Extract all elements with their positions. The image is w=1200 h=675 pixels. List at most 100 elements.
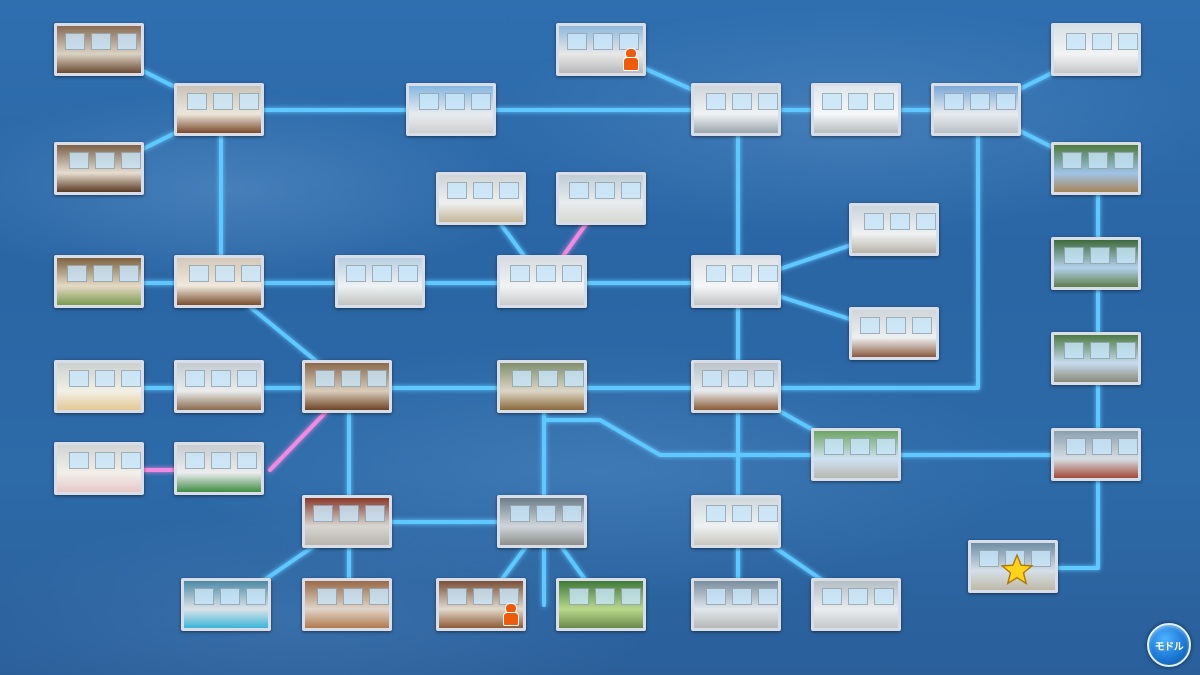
thumbnail-window: [398, 264, 418, 282]
room-thumbnail-street-red[interactable]: [1051, 428, 1141, 481]
room-thumbnail-stairwell-left[interactable]: [174, 255, 264, 308]
thumbnail-window: [706, 504, 726, 522]
thumbnail-floor: [852, 338, 936, 357]
thumbnail-floor: [852, 234, 936, 253]
thumbnail-window: [447, 181, 467, 199]
thumbnail-window: [536, 504, 556, 522]
thumbnail-window: [185, 451, 205, 469]
thumbnail-window: [67, 264, 87, 282]
thumbnail-window: [315, 369, 335, 387]
thumbnail-window: [1090, 246, 1110, 264]
room-thumbnail-covered-walkway[interactable]: [497, 495, 587, 548]
room-thumbnail-tatami-room[interactable]: [54, 255, 144, 308]
thumbnail-window: [185, 369, 205, 387]
room-thumbnail-gym-entrance[interactable]: [302, 495, 392, 548]
thumbnail-window: [569, 181, 589, 199]
room-thumbnail-cafeteria[interactable]: [497, 360, 587, 413]
room-thumbnail-stairwell-center[interactable]: [691, 83, 781, 136]
room-thumbnail-corridor-windows[interactable]: [335, 255, 425, 308]
thumbnail-window: [95, 451, 115, 469]
thumbnail-window: [95, 369, 115, 387]
thumbnail-floor: [694, 609, 778, 628]
thumbnail-window: [595, 181, 615, 199]
room-thumbnail-computer-room[interactable]: [849, 307, 939, 360]
room-thumbnail-corridor-doors[interactable]: [497, 255, 587, 308]
thumbnail-floor: [1054, 459, 1138, 478]
thumbnail-floor: [934, 114, 1018, 133]
thumbnail-window: [538, 369, 558, 387]
room-thumbnail-shower-room[interactable]: [54, 360, 144, 413]
room-thumbnail-stairwell-top-left[interactable]: [174, 83, 264, 136]
room-thumbnail-restroom[interactable]: [436, 172, 526, 225]
room-thumbnail-locker-area[interactable]: [556, 172, 646, 225]
thumbnail-window: [65, 32, 85, 50]
room-thumbnail-science-room[interactable]: [849, 203, 939, 256]
thumbnail-window: [732, 92, 752, 110]
room-thumbnail-gymnasium[interactable]: [302, 578, 392, 631]
thumbnail-window: [562, 264, 582, 282]
room-thumbnail-front-entrance[interactable]: [406, 83, 496, 136]
thumbnail-window: [237, 451, 257, 469]
thumbnail-window: [850, 437, 870, 455]
room-thumbnail-kitchen-lab[interactable]: [811, 578, 901, 631]
thumbnail-window: [758, 504, 778, 522]
thumbnail-window: [237, 369, 257, 387]
room-thumbnail-building-exterior-right[interactable]: [931, 83, 1021, 136]
room-thumbnail-library[interactable]: [691, 578, 781, 631]
thumbnail-window: [1088, 151, 1108, 169]
room-thumbnail-school-corridor-wood[interactable]: [302, 360, 392, 413]
route-line: [736, 108, 980, 390]
thumbnail-window: [732, 504, 752, 522]
thumbnail-window: [1090, 341, 1110, 359]
room-thumbnail-shower-stalls[interactable]: [54, 442, 144, 495]
thumbnail-floor: [305, 391, 389, 410]
thumbnail-window: [912, 316, 932, 334]
thumbnail-floor: [559, 609, 643, 628]
thumbnail-window: [758, 264, 778, 282]
room-thumbnail-changing-lockers[interactable]: [174, 360, 264, 413]
thumbnail-window: [1116, 246, 1136, 264]
room-thumbnail-shopping-street[interactable]: [968, 540, 1058, 593]
thumbnail-window: [886, 316, 906, 334]
thumbnail-window: [732, 587, 752, 605]
thumbnail-window: [1092, 32, 1112, 50]
thumbnail-window: [824, 437, 844, 455]
room-thumbnail-hallway-windows-right[interactable]: [811, 83, 901, 136]
room-thumbnail-auditorium[interactable]: [436, 578, 526, 631]
thumbnail-floor: [177, 391, 261, 410]
thumbnail-floor: [57, 173, 141, 192]
room-thumbnail-rooftop[interactable]: [556, 23, 646, 76]
room-thumbnail-meeting-room[interactable]: [54, 23, 144, 76]
thumbnail-window: [346, 264, 366, 282]
room-thumbnail-forest-path[interactable]: [556, 578, 646, 631]
room-thumbnail-schoolyard-trees[interactable]: [1051, 142, 1141, 195]
thumbnail-floor: [184, 609, 268, 628]
thumbnail-floor: [1054, 173, 1138, 192]
thumbnail-window: [1092, 437, 1112, 455]
thumbnail-window: [758, 92, 778, 110]
thumbnail-window: [1118, 437, 1138, 455]
back-button[interactable]: モドル: [1147, 623, 1191, 667]
thumbnail-window: [1062, 151, 1082, 169]
room-thumbnail-classroom-top-right[interactable]: [1051, 23, 1141, 76]
room-thumbnail-school-gate[interactable]: [811, 428, 901, 481]
thumbnail-floor: [177, 286, 261, 305]
room-thumbnail-corridor-plants[interactable]: [691, 495, 781, 548]
room-thumbnail-shoe-lockers[interactable]: [691, 360, 781, 413]
thumbnail-window: [187, 92, 207, 110]
room-thumbnail-long-hallway[interactable]: [691, 255, 781, 308]
thumbnail-window: [372, 264, 392, 282]
thumbnail-window: [728, 369, 748, 387]
room-thumbnail-swimming-pool[interactable]: [181, 578, 271, 631]
room-thumbnail-principal-office[interactable]: [54, 142, 144, 195]
thumbnail-floor: [814, 609, 898, 628]
thumbnail-floor: [57, 54, 141, 73]
room-thumbnail-locker-room-green[interactable]: [174, 442, 264, 495]
thumbnail-floor: [694, 286, 778, 305]
thumbnail-window: [239, 92, 259, 110]
thumbnail-floor: [694, 391, 778, 410]
thumbnail-floor: [439, 609, 523, 628]
room-thumbnail-tennis-court[interactable]: [1051, 237, 1141, 290]
room-thumbnail-garden-path[interactable]: [1051, 332, 1141, 385]
thumbnail-window: [536, 264, 556, 282]
